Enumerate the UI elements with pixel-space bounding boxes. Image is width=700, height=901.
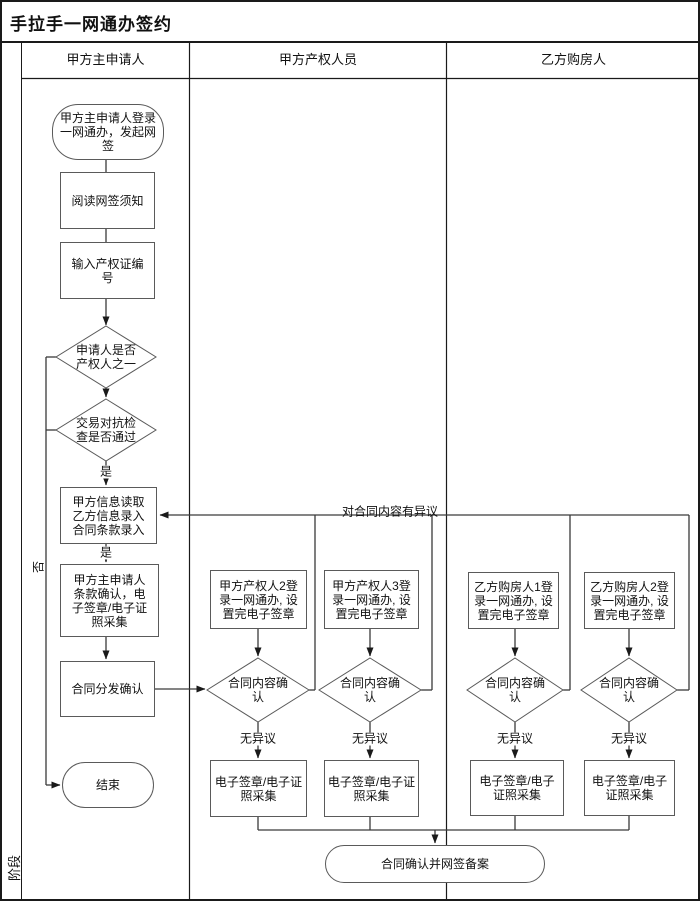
edge-label-no-objection-4: 无异议 [608, 731, 650, 746]
edge-label-no: 否 [31, 560, 46, 574]
lane-header-b-buyers: 乙方购房人 [540, 52, 606, 67]
lane-grid [2, 41, 698, 899]
node-confirm-buyer2-label: 合同内容确认 [598, 676, 659, 704]
node-final-record: 合同确认并网签备案 [325, 845, 545, 883]
decision-diamonds [55, 325, 678, 723]
node-esign-buyer1-label: 电子签章/电子证照采集 [479, 774, 555, 802]
node-owner2-login: 甲方产权人2登录一网通办, 设置完电子签章 [210, 570, 307, 629]
node-start-label: 甲方主申请人登录一网通办，发起网签 [59, 111, 156, 153]
node-buyer1-login: 乙方购房人1登录一网通办, 设置完电子签章 [468, 572, 559, 629]
node-esign-buyer2-label: 电子签章/电子证照采集 [591, 774, 668, 802]
diamond-confirm-buyer1 [466, 657, 564, 723]
node-esign-owner3: 电子签章/电子证照采集 [324, 760, 419, 817]
node-owner3-login: 甲方产权人3登录一网通办, 设置完电子签章 [324, 570, 419, 629]
node-read-notice-label: 阅读网签须知 [71, 193, 144, 208]
node-esign-owner3-label: 电子签章/电子证照采集 [327, 774, 416, 803]
node-confirm-owner3-label: 合同内容确认 [339, 676, 400, 704]
node-info-entry: 甲方信息读取乙方信息录入合同条款录入 [60, 487, 157, 544]
node-confirm-buyer1-label: 合同内容确认 [484, 676, 545, 704]
node-buyer2-login-label: 乙方购房人2登录一网通办, 设置完电子签章 [590, 579, 669, 622]
node-end: 结束 [62, 762, 154, 808]
node-read-notice: 阅读网签须知 [60, 172, 155, 229]
node-buyer1-login-label: 乙方购房人1登录一网通办, 设置完电子签章 [474, 579, 553, 622]
node-info-entry-label: 甲方信息读取乙方信息录入合同条款录入 [72, 494, 145, 537]
node-main-confirm-label: 甲方主申请人条款确认，电子签章/电子证照采集 [71, 572, 148, 629]
diamond-confirm-owner2 [206, 657, 310, 723]
node-final-record-label: 合同确认并网签备案 [380, 857, 489, 871]
node-main-confirm: 甲方主申请人条款确认，电子签章/电子证照采集 [60, 564, 159, 637]
node-transaction-check-label: 交易对抗检查是否通过 [75, 416, 136, 444]
node-is-owner-label: 申请人是否产权人之一 [75, 343, 136, 371]
lane-header-a-main: 甲方主申请人 [66, 52, 145, 67]
node-confirm-owner2-label: 合同内容确认 [227, 676, 288, 704]
edge-label-no-objection-2: 无异议 [349, 731, 391, 746]
node-distribute: 合同分发确认 [60, 661, 155, 717]
node-end-label: 结束 [95, 778, 120, 792]
edge-label-yes-1: 是 [97, 464, 115, 479]
lane-header-a-owners: 甲方产权人员 [278, 52, 357, 67]
edge-label-objection: 对合同内容有异议 [341, 504, 439, 519]
diamond-transaction-check [55, 398, 157, 462]
node-input-cert-no-label: 输入产权证编号 [71, 256, 144, 285]
edge-label-no-objection-1: 无异议 [237, 731, 279, 746]
stage-column-label: 阶段 [7, 855, 22, 882]
diamond-is-owner [55, 325, 157, 389]
edge-label-no-objection-3: 无异议 [494, 731, 536, 746]
page-title: 手拉手一网通办签约 [10, 15, 172, 34]
node-owner2-login-label: 甲方产权人2登录一网通办, 设置完电子签章 [219, 578, 298, 621]
node-buyer2-login: 乙方购房人2登录一网通办, 设置完电子签章 [584, 572, 675, 629]
edge-label-yes-2: 是 [97, 545, 115, 560]
diamond-confirm-buyer2 [580, 657, 678, 723]
flow-connectors [45, 160, 690, 844]
diamond-confirm-owner3 [318, 657, 422, 723]
node-owner3-login-label: 甲方产权人3登录一网通办, 设置完电子签章 [332, 578, 411, 621]
node-esign-owner2: 电子签章/电子证照采集 [210, 760, 307, 817]
node-esign-buyer2: 电子签章/电子证照采集 [584, 760, 675, 816]
node-esign-owner2-label: 电子签章/电子证照采集 [214, 774, 303, 803]
node-distribute-label: 合同分发确认 [71, 682, 144, 696]
node-start: 甲方主申请人登录一网通办，发起网签 [52, 104, 164, 160]
node-esign-buyer1: 电子签章/电子证照采集 [470, 760, 564, 816]
node-input-cert-no: 输入产权证编号 [60, 242, 155, 299]
